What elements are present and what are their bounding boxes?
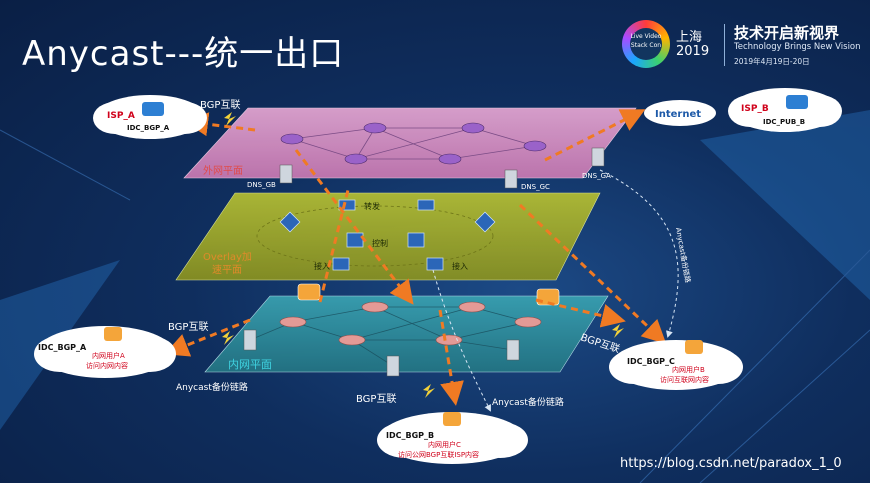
isp-b-idc: IDC_PUB_B xyxy=(763,118,805,126)
bgp-link-bottom-label: BGP互联 xyxy=(356,393,396,405)
overlay-forward-label: 转发 xyxy=(364,201,380,211)
bgp-link-left-label: BGP互联 xyxy=(168,321,208,333)
cloud-idc-bgp-c: IDC_BGP_C 内网用户B 访问互联网内容 xyxy=(609,340,743,390)
cloud-internet: Internet xyxy=(644,100,716,126)
dns-gc-label: DNS_GC xyxy=(521,183,550,191)
idc-bgp-c-name: IDC_BGP_C xyxy=(627,357,675,366)
source-watermark: https://blog.csdn.net/paradox_1_0 xyxy=(620,456,842,471)
anycast-backup-left-label: Anycast备份链路 xyxy=(176,381,248,393)
internet-label: Internet xyxy=(655,109,701,120)
idc-bgp-c-line1: 内网用户B xyxy=(672,365,705,374)
plane-overlay-label-2: 速平面 xyxy=(212,264,242,276)
cloud-isp-b: ISP_B IDC_PUB_B xyxy=(728,88,842,132)
idc-bgp-b-name: IDC_BGP_B xyxy=(386,431,434,440)
plane-overlay: Overlay加 速平面 转发 控制 接入 接入 xyxy=(176,193,600,280)
idc-bgp-c-line2: 访问互联网内容 xyxy=(660,375,709,384)
cloud-isp-a: ISP_A IDC_BGP_A xyxy=(93,95,207,139)
anycast-backup-right-label: Anycast备份链路 xyxy=(674,227,693,284)
dns-gb-label: DNS_GB xyxy=(247,181,276,189)
idc-bgp-a-name: IDC_BGP_A xyxy=(38,343,87,352)
isp-a-name: ISP_A xyxy=(107,111,135,121)
overlay-control-label: 控制 xyxy=(372,238,388,248)
overlay-access-right-label: 接入 xyxy=(452,261,468,271)
idc-bgp-b-line1: 内网用户C xyxy=(428,440,461,449)
bgp-link-right-label: BGP互联 xyxy=(579,331,621,355)
plane-overlay-label-1: Overlay加 xyxy=(203,251,252,263)
plane-external-label: 外网平面 xyxy=(203,165,243,177)
isp-b-name: ISP_B xyxy=(741,104,769,114)
cloud-idc-bgp-b: IDC_BGP_B 内网用户C 访问公网BGP互联ISP内容 xyxy=(377,412,528,464)
idc-bgp-a-line1: 内网用户A xyxy=(92,351,125,360)
plane-internal-label: 内网平面 xyxy=(228,357,272,371)
isp-a-idc: IDC_BGP_A xyxy=(127,124,170,132)
idc-bgp-b-line2: 访问公网BGP互联ISP内容 xyxy=(398,450,479,459)
idc-bgp-a-line2: 访问内网内容 xyxy=(86,361,128,370)
bgp-link-top-label: BGP互联 xyxy=(200,99,240,111)
anycast-backup-bottom-label: Anycast备份链路 xyxy=(492,396,564,408)
